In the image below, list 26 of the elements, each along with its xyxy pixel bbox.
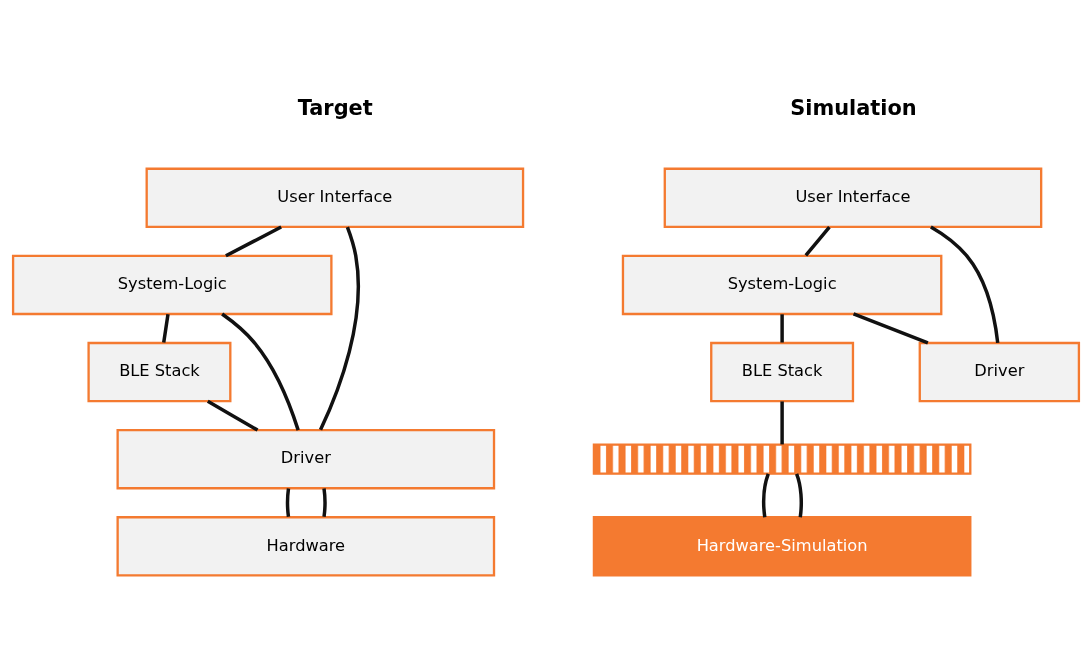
node-box: BLE Stack bbox=[710, 341, 855, 403]
connector bbox=[852, 312, 929, 345]
connector bbox=[780, 401, 784, 445]
connector bbox=[162, 314, 170, 343]
connector bbox=[930, 225, 1000, 344]
node-box: Hardware bbox=[116, 516, 496, 577]
node-box: BLE Stack bbox=[87, 341, 232, 403]
connector bbox=[221, 312, 300, 431]
node-box: Hardware-Simulation bbox=[592, 516, 972, 577]
connector bbox=[804, 226, 831, 257]
node-box: System-Logic bbox=[621, 254, 943, 316]
connector bbox=[225, 225, 282, 258]
connector bbox=[762, 473, 770, 518]
connector bbox=[318, 226, 361, 431]
node-box: User Interface bbox=[663, 167, 1043, 228]
connector bbox=[780, 314, 784, 343]
node-box: User Interface bbox=[145, 167, 525, 228]
node-box: System-Logic bbox=[11, 254, 333, 316]
connector bbox=[285, 488, 291, 517]
label: Simulation bbox=[790, 95, 917, 120]
node-box: Driver bbox=[918, 341, 1081, 403]
connector bbox=[795, 473, 803, 518]
node-box: Driver bbox=[116, 429, 496, 490]
connector bbox=[322, 488, 327, 517]
connector bbox=[206, 399, 259, 432]
label: Target bbox=[297, 95, 373, 120]
